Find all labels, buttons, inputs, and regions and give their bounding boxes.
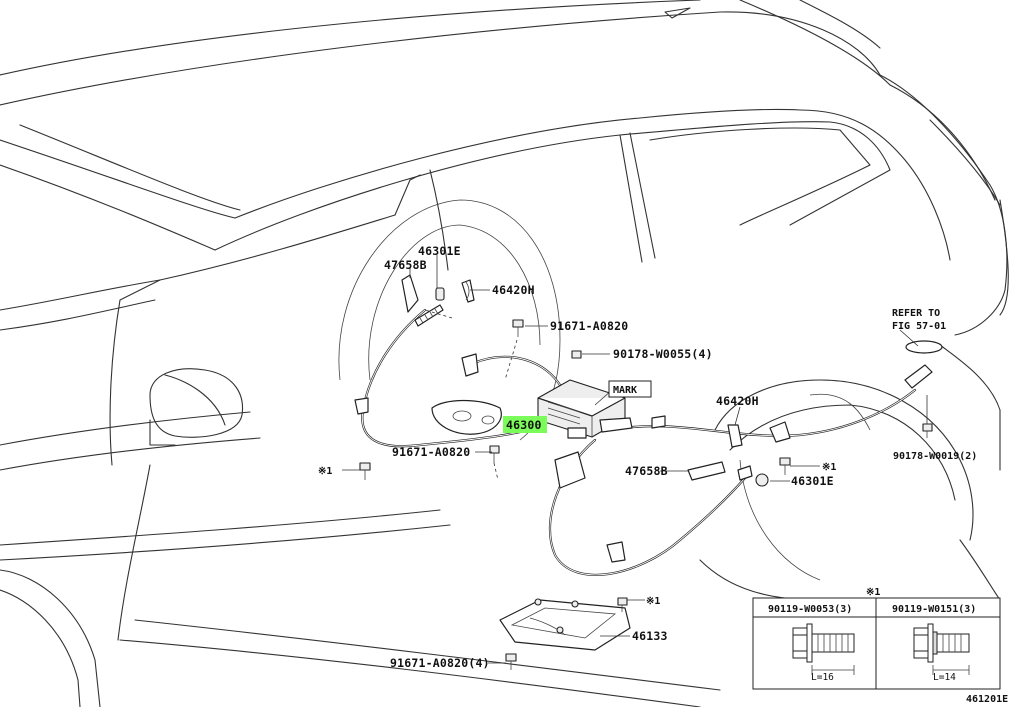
legend-part-2: 90119-W0151(3) bbox=[892, 604, 976, 615]
bolt-legend-table: ※1 90119-W0053(3) 90119-W0151(3) L=16 bbox=[752, 587, 1001, 690]
label-46301E-bottom: 46301E bbox=[791, 474, 834, 488]
label-91671-A0820-top: 91671-A0820 bbox=[550, 319, 628, 333]
components bbox=[354, 274, 943, 670]
note-mark-right: ※1 bbox=[822, 462, 836, 473]
legend-length-2: L=14 bbox=[933, 672, 956, 683]
callout-labels: 46301E 47658B 46420H 91671-A0820 90178-W… bbox=[318, 244, 977, 670]
label-46420H-top: 46420H bbox=[492, 283, 535, 297]
note-mark-lower: ※1 bbox=[646, 596, 660, 607]
legend-part-1: 90119-W0053(3) bbox=[768, 604, 852, 615]
legend-title: ※1 bbox=[866, 587, 880, 598]
label-91671-A0820-mid: 91671-A0820 bbox=[392, 445, 470, 459]
label-mark: MARK bbox=[613, 385, 637, 396]
note-mark-left: ※1 bbox=[318, 466, 332, 477]
legend-length-1: L=16 bbox=[811, 672, 834, 683]
mark-box bbox=[608, 380, 652, 398]
label-90178-W0055: 90178-W0055(4) bbox=[613, 347, 713, 361]
label-46133: 46133 bbox=[632, 629, 668, 643]
label-91671-A0820-bottom: 91671-A0820(4) bbox=[390, 656, 490, 670]
label-46420H-right: 46420H bbox=[716, 394, 759, 408]
label-90178-W0019: 90178-W0019(2) bbox=[893, 451, 977, 462]
label-47658B-bottom: 47658B bbox=[625, 464, 668, 478]
label-refer-to: REFER TO bbox=[892, 308, 940, 319]
highlight-46300 bbox=[503, 416, 547, 433]
washer-bolt-icon bbox=[913, 623, 970, 675]
label-46300: 46300 bbox=[506, 418, 542, 432]
leader-lines bbox=[342, 255, 928, 664]
label-46301E-top: 46301E bbox=[418, 244, 461, 258]
fasteners bbox=[359, 319, 933, 670]
brake-cables bbox=[361, 308, 917, 577]
label-47658B-top: 47658B bbox=[384, 258, 427, 272]
diagram-id: 461201E bbox=[966, 694, 1008, 705]
label-fig-ref: FIG 57-01 bbox=[892, 321, 946, 332]
flange-bolt-icon bbox=[792, 623, 855, 675]
